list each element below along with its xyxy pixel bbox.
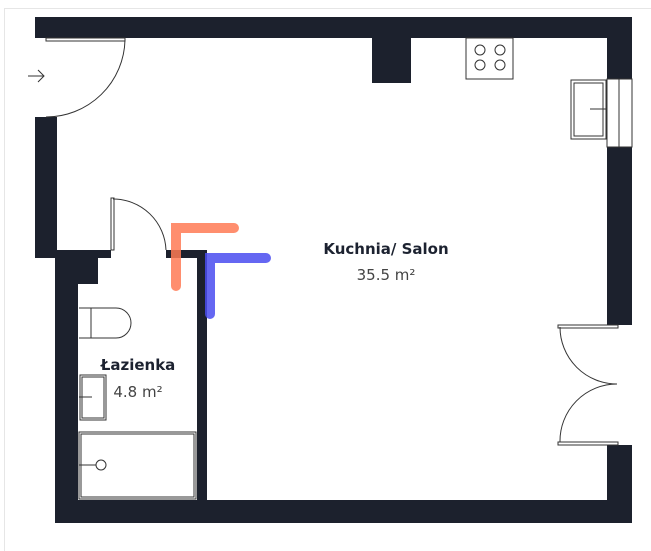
plan-frame [4,8,651,551]
bathroom-door-swing [112,198,167,251]
room-area-kitchen-living: 35.5 m² [356,266,416,284]
balcony-door-swing [559,326,618,443]
entry-door-leaf [45,37,126,42]
cold-water-pipe [205,253,271,319]
shower-drain-icon [95,459,107,471]
bathroom-right-wall [197,250,207,500]
bathroom-top-wall-right [166,250,207,258]
right-wall-middle [607,147,632,325]
kitchen-column [372,38,411,83]
burner-icon [474,44,486,56]
entry-door-swing [45,39,126,118]
bathroom-left-wall [55,250,78,523]
balcony-door-leaf-bottom [557,441,619,446]
right-wall-upper [607,17,632,79]
bathroom-wall-step [78,258,98,284]
balcony-door-leaf-top [557,324,619,329]
bottom-wall [55,500,632,523]
room-name-kitchen-living: Kuchnia/ Salon [323,240,449,258]
burner-icon [474,59,486,71]
shower-tray [78,431,197,500]
burner-icon [494,59,506,71]
walls [35,17,632,523]
stove [465,37,514,80]
left-wall-upper [35,117,57,258]
hot-water-pipe [171,223,239,291]
bathroom-door-leaf [110,197,115,251]
room-area-bathroom: 4.8 m² [113,383,163,401]
entry-arrow-icon [28,69,45,83]
toilet [79,307,132,339]
room-name-bathroom: Łazienka [100,356,176,374]
burner-icon [494,44,506,56]
top-wall [35,17,632,38]
fixtures [28,37,633,500]
